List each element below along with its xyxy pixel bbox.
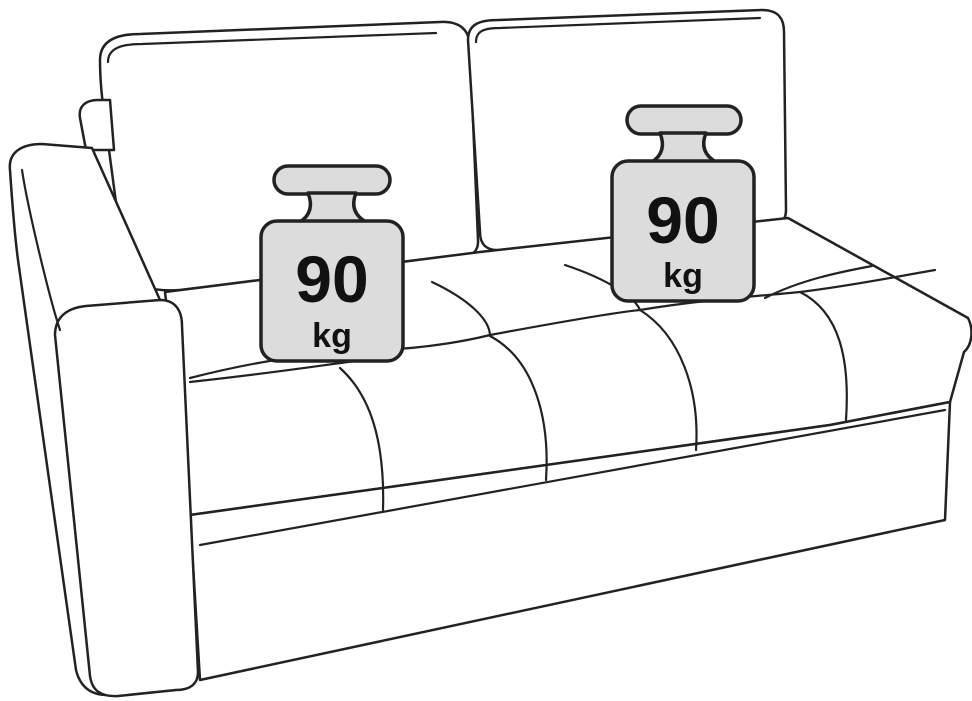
weight-left-handle	[274, 166, 390, 194]
back-frame-left-stub	[80, 100, 114, 150]
weight-left-value: 90	[295, 242, 368, 316]
weight-left-unit: kg	[312, 317, 352, 355]
weight-right-unit: kg	[663, 257, 703, 295]
weight-right-value: 90	[646, 183, 719, 257]
weight-right-handle	[627, 106, 741, 134]
